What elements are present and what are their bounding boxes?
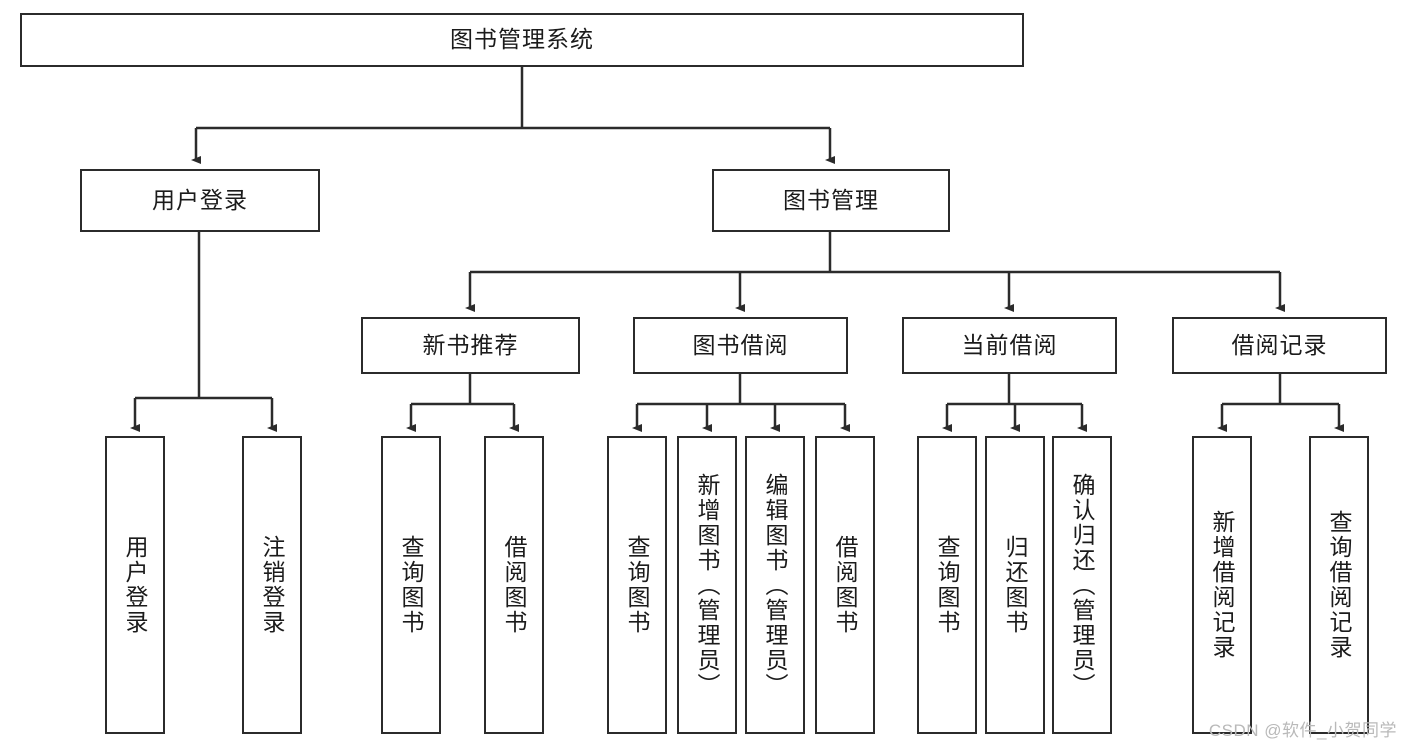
node-label: 确认归还（管理员） [1069,472,1096,698]
node-label: 用户登录 [152,186,248,213]
node-label: 新书推荐 [422,331,519,358]
node-book-management[interactable]: 图书管理 [712,169,950,232]
leaf-borrow-query-book[interactable]: 查询图书 [607,436,667,734]
node-label: 借阅图书 [501,535,528,635]
node-label: 借阅图书 [832,535,859,635]
node-user-login[interactable]: 用户登录 [80,169,320,232]
node-label: 图书借阅 [692,331,789,358]
node-label: 新增图书（管理员） [694,472,721,698]
node-label: 归还图书 [1002,535,1029,635]
node-label: 注销登录 [259,535,286,635]
node-label: 图书管理系统 [450,26,594,53]
node-label: 查询借阅记录 [1326,510,1353,660]
node-label: 查询图书 [934,535,961,635]
leaf-current-return-book[interactable]: 归还图书 [985,436,1045,734]
node-book-borrow[interactable]: 图书借阅 [633,317,848,374]
node-root-book-management-system[interactable]: 图书管理系统 [20,13,1024,67]
leaf-recommend-borrow-book[interactable]: 借阅图书 [484,436,544,734]
csdn-watermark: CSDN @软件_小贺同学 [1208,721,1397,740]
node-label: 用户登录 [122,535,149,635]
leaf-user-login-login[interactable]: 用户登录 [105,436,165,734]
leaf-record-query-borrow-record[interactable]: 查询借阅记录 [1309,436,1369,734]
leaf-borrow-edit-book-admin[interactable]: 编辑图书（管理员） [745,436,805,734]
leaf-borrow-add-book-admin[interactable]: 新增图书（管理员） [677,436,737,734]
node-label: 查询图书 [398,535,425,635]
node-label: 查询图书 [624,535,651,635]
leaf-recommend-query-book[interactable]: 查询图书 [381,436,441,734]
node-label: 编辑图书（管理员） [762,472,789,698]
node-label: 新增借阅记录 [1209,510,1236,660]
node-label: 图书管理 [783,186,879,213]
leaf-current-query-book[interactable]: 查询图书 [917,436,977,734]
leaf-user-login-logout[interactable]: 注销登录 [242,436,302,734]
node-label: 借阅记录 [1231,331,1328,358]
node-label: 当前借阅 [961,331,1058,358]
node-new-book-recommend[interactable]: 新书推荐 [361,317,580,374]
leaf-borrow-borrow-book[interactable]: 借阅图书 [815,436,875,734]
node-borrow-record[interactable]: 借阅记录 [1172,317,1387,374]
leaf-current-confirm-return-admin[interactable]: 确认归还（管理员） [1052,436,1112,734]
node-current-borrow[interactable]: 当前借阅 [902,317,1117,374]
leaf-record-add-borrow-record[interactable]: 新增借阅记录 [1192,436,1252,734]
